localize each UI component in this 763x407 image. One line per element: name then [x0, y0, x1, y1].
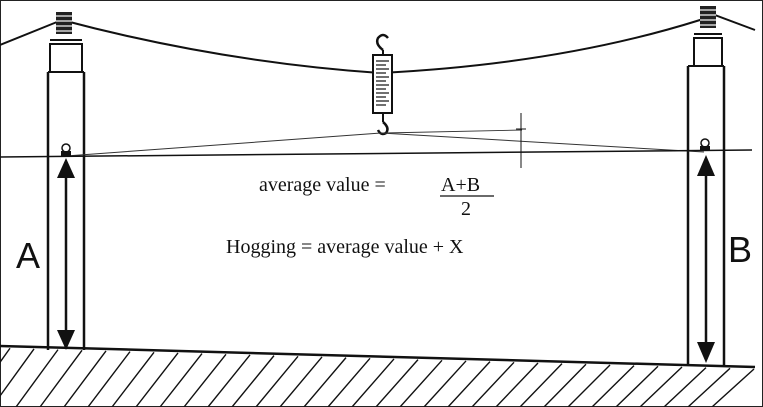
reference-line	[0, 149, 753, 158]
hatch-line	[327, 357, 371, 407]
formula-numerator: A+B	[441, 174, 480, 196]
hatch-line	[399, 359, 443, 407]
hatch-line	[711, 368, 755, 407]
hatch-line	[303, 357, 347, 407]
spring-balance	[372, 33, 393, 136]
right-clamp	[700, 138, 710, 151]
pole-b-label: B	[728, 229, 752, 270]
measurement-arrow-a	[57, 158, 75, 350]
hatch-line	[231, 355, 275, 407]
measuring-line	[65, 132, 705, 157]
formula-denominator: 2	[461, 198, 471, 220]
hatch-line	[0, 347, 11, 364]
hatch-line	[0, 348, 35, 398]
hatch-line	[183, 353, 227, 407]
hatch-line	[39, 349, 83, 407]
hatch-line	[543, 363, 587, 407]
hatch-line	[135, 352, 179, 407]
hatch-line	[255, 355, 299, 407]
hatch-line	[591, 365, 635, 407]
left-clamp	[61, 143, 71, 156]
hatch-line	[687, 367, 731, 407]
hatch-line	[351, 358, 395, 407]
hatch-line	[63, 350, 107, 407]
hatch-line	[15, 349, 59, 407]
hatch-line	[111, 351, 155, 407]
hatch-line	[663, 367, 707, 407]
hogging-formula: Hogging = average value + X	[226, 236, 464, 258]
hatch-line	[159, 353, 203, 407]
hatch-line	[471, 361, 515, 407]
hatch-line	[495, 362, 539, 407]
left-pole	[46, 12, 86, 350]
hatch-line	[423, 360, 467, 407]
pole-a-label: A	[16, 235, 40, 276]
measuring-line-upper	[383, 129, 523, 134]
hatch-line	[375, 359, 419, 407]
x-offset-marker	[516, 113, 526, 168]
measurement-arrow-b	[697, 155, 715, 363]
hatch-line	[279, 356, 323, 407]
hatch-line	[639, 366, 683, 407]
hatch-line	[87, 351, 131, 407]
hatch-line	[447, 361, 491, 407]
average-value-label: average value =	[259, 174, 386, 196]
hatch-line	[519, 363, 563, 407]
hatch-line	[567, 364, 611, 407]
hatch-line	[615, 365, 659, 407]
ground-hatching	[0, 347, 755, 407]
hatch-line	[207, 354, 251, 407]
right-pole	[686, 6, 726, 365]
ground-line	[0, 344, 756, 369]
